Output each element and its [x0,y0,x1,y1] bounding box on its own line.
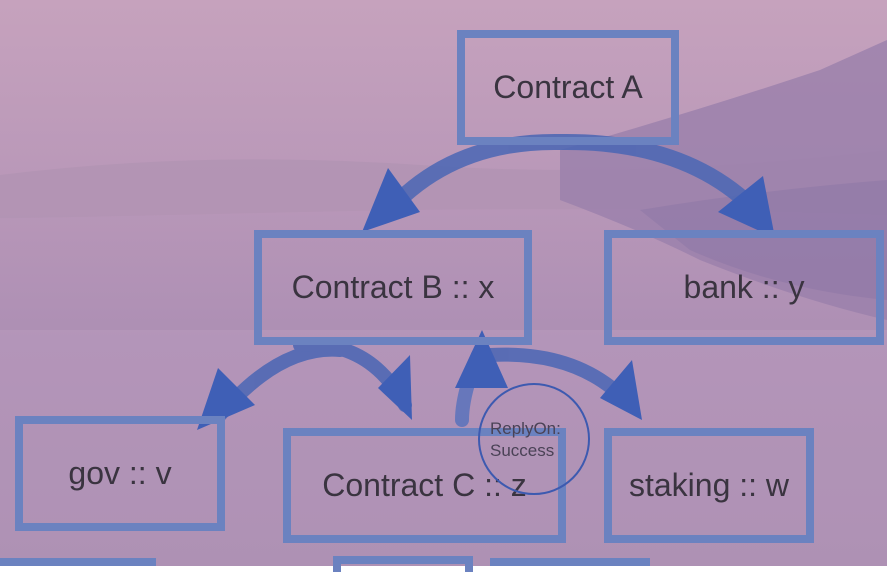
partial-box-right [490,558,650,574]
node-bank: bank :: y [604,230,884,345]
partial-box-center [333,556,473,572]
node-contract-a-label: Contract A [493,69,643,105]
node-contract-a: Contract A [457,30,679,145]
reply-on-success-circle [478,383,590,495]
reply-line-1: ReplyOn: [490,419,561,438]
node-contract-b-label: Contract B :: x [291,269,495,305]
partial-box-left [0,558,156,574]
node-bank-label: bank :: y [683,269,805,305]
node-gov-label: gov :: v [68,455,172,491]
node-gov: gov :: v [15,416,225,531]
reply-on-success-label: ReplyOn: Success [490,418,561,462]
node-staking-label: staking :: w [628,467,790,503]
node-contract-b: Contract B :: x [254,230,532,345]
reply-line-2: Success [490,441,555,460]
node-staking: staking :: w [604,428,814,543]
